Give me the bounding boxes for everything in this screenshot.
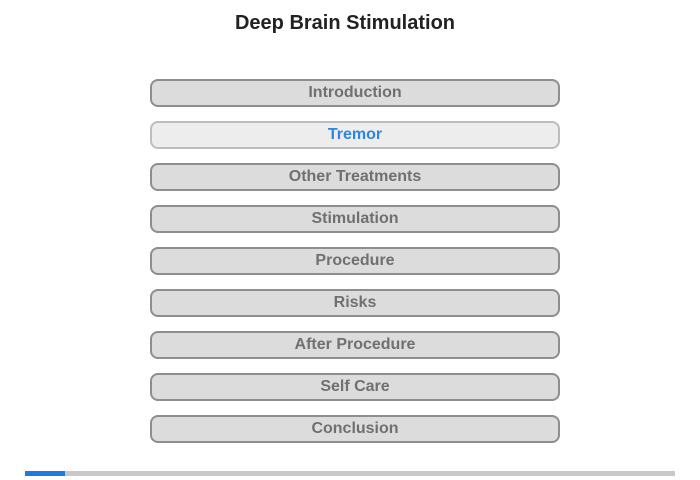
menu-item-conclusion[interactable]: Conclusion [150,415,560,443]
page-title: Deep Brain Stimulation [234,12,456,34]
chapter-menu: Introduction Tremor Other Treatments Sti… [150,79,560,457]
menu-item-self-care[interactable]: Self Care [150,373,560,401]
menu-item-other-treatments[interactable]: Other Treatments [150,163,560,191]
menu-item-tremor[interactable]: Tremor [150,121,560,149]
progress-bar [25,471,675,476]
menu-item-stimulation[interactable]: Stimulation [150,205,560,233]
menu-item-risks[interactable]: Risks [150,289,560,317]
progress-bar-fill [25,471,66,476]
menu-item-introduction[interactable]: Introduction [150,79,560,107]
menu-item-procedure[interactable]: Procedure [150,247,560,275]
menu-item-after-procedure[interactable]: After Procedure [150,331,560,359]
